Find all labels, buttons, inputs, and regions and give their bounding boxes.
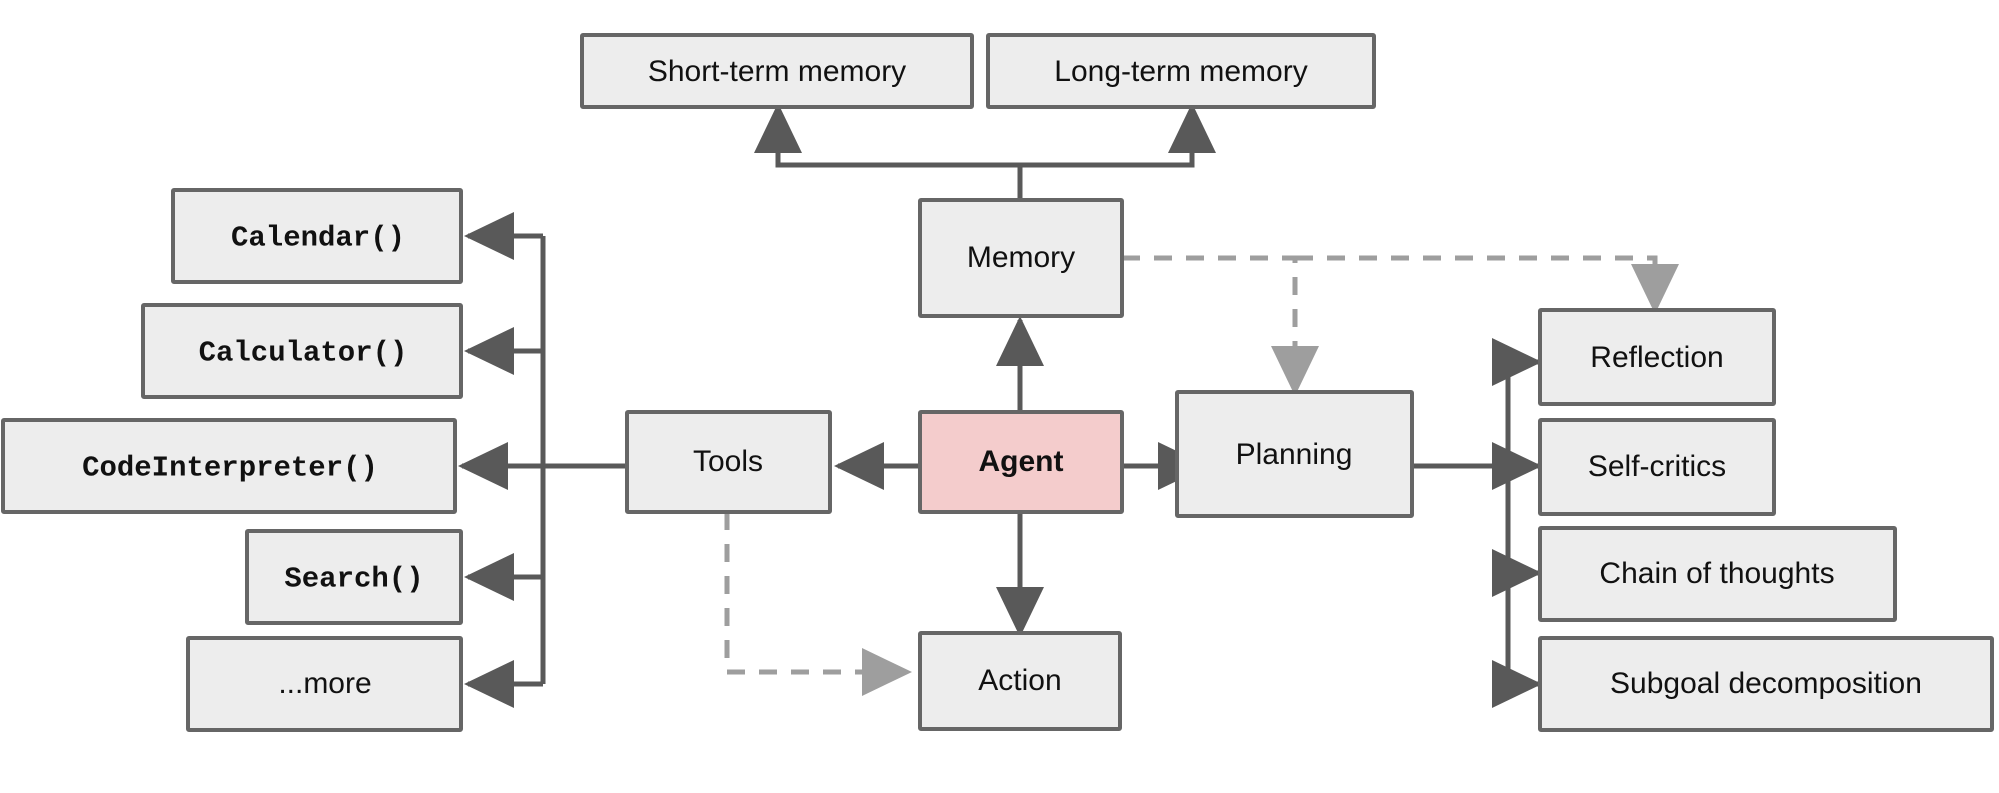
node-memory[interactable]: Memory: [918, 198, 1124, 318]
edge-memory-to-reflection-dashed: [1295, 255, 1679, 315]
node-self-critics[interactable]: Self-critics: [1538, 418, 1776, 516]
node-tools-label: Tools: [693, 445, 763, 478]
node-reflection[interactable]: Reflection: [1538, 308, 1776, 406]
node-long-term-memory-label: Long-term memory: [1054, 55, 1307, 88]
node-calculator[interactable]: Calculator(): [141, 303, 463, 399]
node-action-label: Action: [978, 664, 1061, 697]
node-short-term-memory[interactable]: Short-term memory: [580, 33, 974, 109]
edge-memory-to-planning-dashed: [1122, 255, 1319, 397]
node-calendar[interactable]: Calendar(): [171, 188, 463, 284]
node-subgoal-decomposition[interactable]: Subgoal decomposition: [1538, 636, 1994, 732]
node-planning[interactable]: Planning: [1175, 390, 1414, 518]
node-subgoal-decomposition-label: Subgoal decomposition: [1610, 667, 1922, 700]
node-long-term-memory[interactable]: Long-term memory: [986, 33, 1376, 109]
node-search[interactable]: Search(): [245, 529, 463, 625]
node-calendar-label: Calendar(): [231, 222, 405, 255]
edge-tools-to-toolnodes: [457, 212, 627, 708]
node-chain-of-thoughts[interactable]: Chain of thoughts: [1538, 526, 1897, 622]
node-code-interpreter-label: CodeInterpreter(): [82, 452, 378, 485]
node-more-label: ...more: [278, 667, 371, 700]
edge-planning-to-subnodes: [1412, 338, 1543, 708]
node-chain-of-thoughts-label: Chain of thoughts: [1599, 557, 1834, 590]
node-search-label: Search(): [284, 563, 423, 596]
node-tools[interactable]: Tools: [625, 410, 832, 514]
node-self-critics-label: Self-critics: [1588, 450, 1726, 483]
node-reflection-label: Reflection: [1590, 341, 1723, 374]
node-calculator-label: Calculator(): [199, 337, 408, 370]
edge-memory-to-longterm: [1020, 102, 1216, 168]
node-memory-label: Memory: [967, 241, 1075, 274]
node-short-term-memory-label: Short-term memory: [648, 55, 906, 88]
node-code-interpreter[interactable]: CodeInterpreter(): [1, 418, 457, 514]
node-agent[interactable]: Agent: [918, 410, 1124, 514]
node-more[interactable]: ...more: [186, 636, 463, 732]
edge-tools-to-action-dashed: [724, 512, 913, 696]
edge-memory-to-shortterm: [754, 102, 1023, 200]
node-action[interactable]: Action: [918, 631, 1122, 731]
node-agent-label: Agent: [979, 445, 1064, 478]
node-planning-label: Planning: [1236, 438, 1353, 471]
